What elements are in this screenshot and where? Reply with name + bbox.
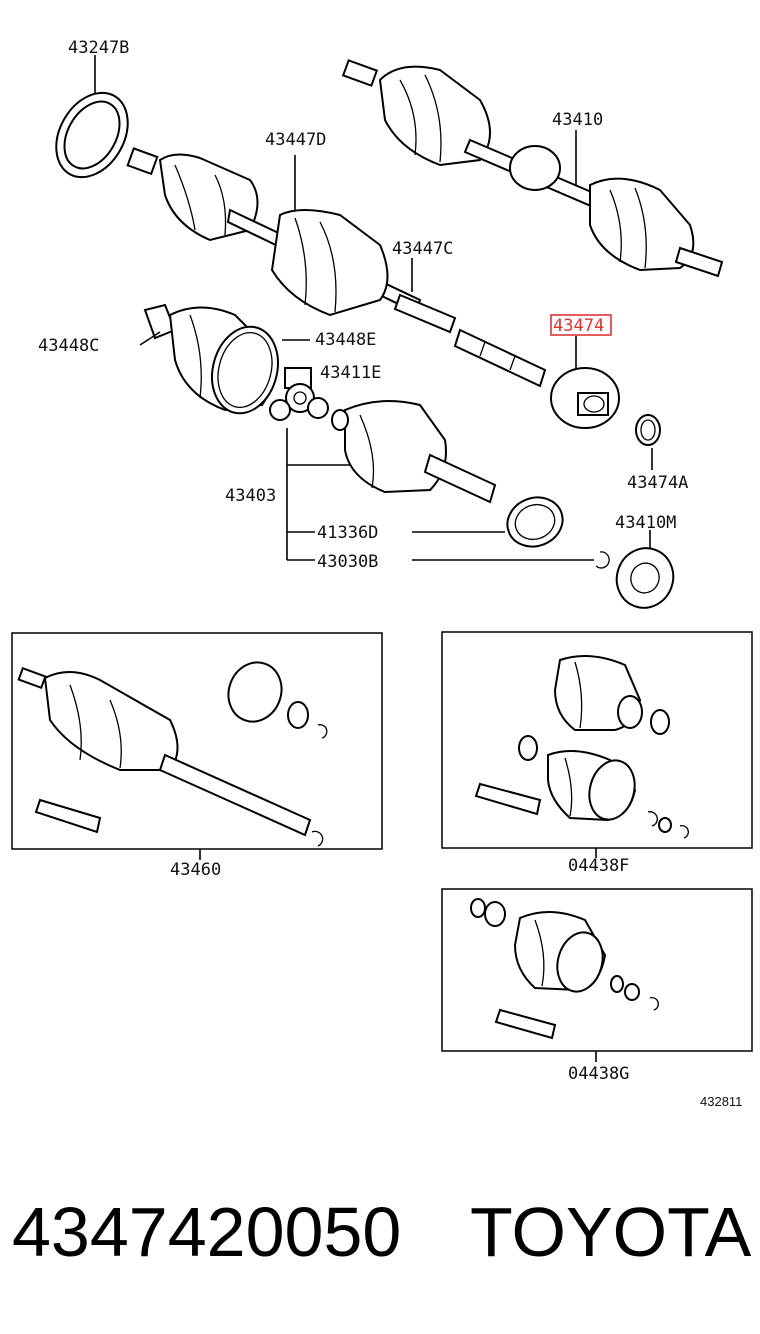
label-43448c: 43448C	[38, 336, 99, 356]
label-43474: 43474	[553, 316, 604, 336]
part-43448c-boot	[139, 303, 310, 415]
label-43448e: 43448E	[315, 330, 376, 350]
part-43030b-snap-ring	[287, 551, 610, 569]
footer-part-number: 4347420050	[12, 1193, 401, 1271]
part-axle-outer-joint	[126, 147, 422, 317]
label-43411e: 43411E	[320, 363, 381, 383]
kit-04438g-box	[441, 888, 753, 1062]
part-43247b-ring	[55, 55, 129, 179]
label-43474a: 43474A	[627, 473, 688, 493]
part-43474a-clip	[635, 414, 661, 470]
kit-04438f-box	[441, 631, 753, 858]
part-43411e-tripod	[269, 367, 329, 421]
label-43410: 43410	[552, 110, 603, 130]
part-43403-housing	[286, 400, 497, 560]
label-04438g: 04438G	[568, 1064, 629, 1084]
label-43460: 43460	[170, 860, 221, 880]
part-43447c-shaft	[393, 258, 547, 388]
footer-brand: TOYOTA	[470, 1193, 752, 1271]
part-43410-axle	[341, 59, 724, 278]
label-04438f: 04438F	[568, 856, 629, 876]
part-41336d-ring	[287, 496, 564, 548]
label-43247b: 43247B	[68, 38, 129, 58]
label-43447c: 43447C	[392, 239, 453, 259]
label-43447d: 43447D	[265, 130, 326, 150]
part-43410m-seal	[615, 530, 675, 609]
kit-43460-box	[11, 632, 383, 860]
label-43030b: 43030B	[317, 552, 378, 572]
label-43403: 43403	[225, 486, 276, 506]
label-43410m: 43410M	[615, 513, 676, 533]
part-43474-bearing	[550, 336, 620, 429]
label-41336d: 41336D	[317, 523, 378, 543]
highlight-box	[550, 314, 612, 336]
diagram-code: 432811	[700, 1094, 742, 1109]
